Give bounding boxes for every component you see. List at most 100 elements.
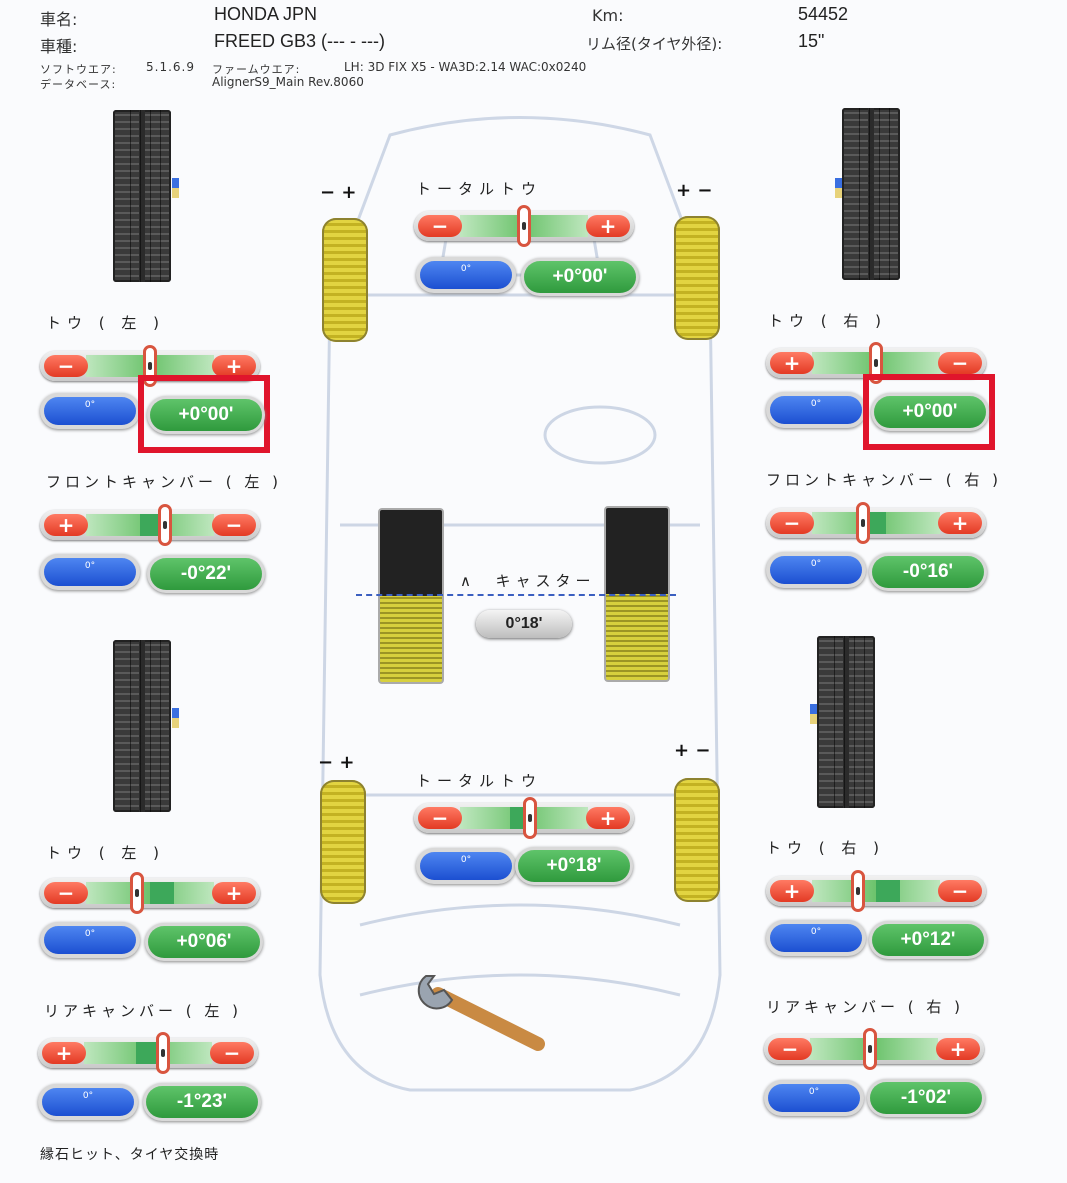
plus-sign-icon: + — [586, 807, 630, 829]
front-total-toe-label: トータルトウ — [416, 180, 543, 198]
vehicle-name: HONDA JPN — [214, 4, 318, 24]
caster-axis-line — [356, 594, 676, 596]
front-right-sign-icon: + − — [676, 180, 713, 201]
gauge-pointer — [156, 1032, 171, 1074]
gauge-pointer — [517, 205, 531, 247]
front-total-toe-gauge: − + — [414, 205, 634, 249]
minus-sign-icon: − — [44, 355, 88, 377]
software-label: ソフトウエア: — [40, 63, 117, 76]
car-rear-right-wheel-icon — [674, 778, 720, 902]
rear-camber-right-gauge: − + — [764, 1028, 984, 1072]
front-toe-left-label: トウ ( 左 ) — [46, 314, 166, 332]
gauge-pointer — [869, 342, 883, 384]
rear-camber-left-gauge: + − — [38, 1032, 258, 1076]
front-right-tire-tag-icon — [835, 178, 842, 198]
rear-right-sign-icon: + − — [674, 740, 711, 761]
front-camber-right-value: -0°16' — [872, 556, 984, 588]
rear-camber-right-unit: 0° — [768, 1084, 860, 1112]
front-toe-right-highlight — [863, 374, 995, 450]
front-toe-left-value: +0°00' — [150, 399, 262, 431]
caster-value: 0°18' — [476, 610, 572, 638]
plus-sign-icon: + — [212, 355, 256, 377]
vehicle-name-label: 車名: — [40, 10, 78, 29]
footer-note: 縁石ヒット、タイヤ交換時 — [40, 1147, 220, 1163]
plus-sign-icon: + — [770, 880, 814, 902]
front-toe-right-unit: 0° — [770, 396, 862, 424]
rear-toe-right-label: トウ ( 右 ) — [766, 839, 886, 857]
software-value: 5.1.6.9 — [146, 60, 195, 74]
front-total-toe-unit: 0° — [420, 261, 512, 289]
rear-camber-left-label: リアキャンバー ( 左 ) — [44, 1002, 243, 1020]
gauge-pointer — [851, 870, 866, 912]
plus-sign-icon: + — [212, 882, 256, 904]
database-label: データベース: — [40, 78, 117, 91]
front-camber-left-label: フロントキャンバー ( 左 ) — [46, 473, 283, 491]
gauge-pointer — [158, 504, 173, 546]
model-value: FREED GB3 (--- - ---) — [214, 31, 385, 51]
minus-sign-icon: − — [210, 1042, 254, 1064]
gauge-pointer — [130, 872, 145, 914]
minus-sign-icon: − — [418, 215, 462, 237]
caster-left-spring-icon — [378, 508, 444, 684]
front-camber-left-gauge: + − — [40, 504, 260, 548]
rear-toe-right-gauge: + − — [766, 870, 986, 914]
front-left-sign-icon: − + — [320, 182, 357, 203]
database-value: AlignerS9_Main Rev.8060 — [212, 75, 364, 89]
rear-total-toe-value: +0°18' — [518, 850, 630, 882]
minus-sign-icon: − — [212, 514, 256, 536]
front-camber-right-unit: 0° — [770, 556, 862, 584]
front-toe-left-unit: 0° — [44, 397, 136, 425]
km-value: 54452 — [798, 4, 849, 24]
rear-total-toe-gauge: − + — [414, 797, 634, 841]
rear-toe-left-unit: 0° — [44, 926, 136, 954]
front-toe-right-value: +0°00' — [874, 396, 986, 428]
firmware-value: LH: 3D FIX X5 - WA3D:2.14 WAC:0x0240 — [344, 60, 587, 74]
front-total-toe-value: +0°00' — [524, 261, 636, 293]
gauge-pointer — [523, 797, 538, 839]
rear-camber-right-label: リアキャンバー ( 右 ) — [766, 998, 965, 1016]
wrench-icon — [417, 975, 545, 1051]
gauge-pointer — [863, 1028, 878, 1070]
firmware-label: ファームウエア: — [212, 63, 301, 76]
gauge-pointer — [856, 502, 871, 544]
plus-sign-icon: + — [42, 1042, 86, 1064]
front-right-tire-icon — [842, 108, 900, 280]
front-camber-left-unit: 0° — [44, 558, 136, 586]
car-front-left-wheel-icon — [322, 218, 368, 342]
rear-left-tire-tag-icon — [172, 708, 179, 728]
minus-sign-icon: − — [768, 1038, 812, 1060]
plus-sign-icon: + — [936, 1038, 980, 1060]
rear-total-toe-label: トータルトウ — [416, 772, 543, 790]
rear-toe-left-label: トウ ( 左 ) — [46, 844, 166, 862]
front-toe-right-gauge: + − — [766, 342, 986, 386]
caster-label: ∧ キャスター — [460, 572, 596, 590]
car-rear-left-wheel-icon — [320, 780, 366, 904]
front-camber-right-gauge: − + — [766, 502, 986, 546]
minus-sign-icon: − — [938, 880, 982, 902]
rear-camber-left-unit: 0° — [42, 1088, 134, 1116]
plus-sign-icon: + — [770, 352, 814, 374]
car-front-right-wheel-icon — [674, 216, 720, 340]
rear-camber-right-value: -1°02' — [870, 1082, 982, 1114]
front-toe-right-label: トウ ( 右 ) — [768, 312, 888, 330]
plus-sign-icon: + — [44, 514, 88, 536]
km-label: Km: — [592, 6, 624, 25]
minus-sign-icon: − — [44, 882, 88, 904]
rear-left-tire-icon — [113, 640, 171, 812]
rear-toe-left-gauge: − + — [40, 872, 260, 916]
rear-right-tire-tag-icon — [810, 704, 817, 724]
rear-right-tire-icon — [817, 636, 875, 808]
front-camber-right-label: フロントキャンバー ( 右 ) — [766, 471, 1003, 489]
rim-value: 15" — [798, 31, 825, 51]
rear-toe-right-unit: 0° — [770, 924, 862, 952]
rear-total-toe-unit: 0° — [420, 852, 512, 880]
plus-sign-icon: + — [938, 512, 982, 534]
front-left-tire-tag-icon — [172, 178, 179, 198]
model-label: 車種: — [40, 37, 78, 56]
minus-sign-icon: − — [770, 512, 814, 534]
rear-camber-left-value: -1°23' — [146, 1086, 258, 1118]
front-camber-left-value: -0°22' — [150, 558, 262, 590]
rim-label: リム径(タイヤ外径): — [586, 35, 723, 53]
front-toe-left-highlight — [138, 375, 270, 453]
rear-left-sign-icon: − + — [318, 752, 355, 773]
